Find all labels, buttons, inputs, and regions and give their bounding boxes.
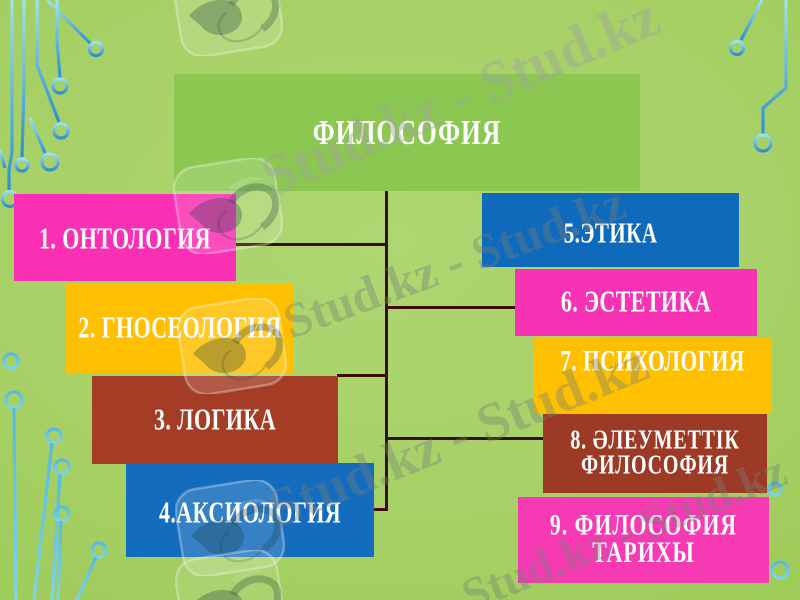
svg-text:Stud.kz - Stud.kz: Stud.kz - Stud.kz (276, 175, 633, 350)
svg-text:Stud.kz - Stud.kz: Stud.kz - Stud.kz (260, 331, 657, 539)
svg-text:Stud.kz - Stud.kz: Stud.kz - Stud.kz (455, 445, 794, 600)
